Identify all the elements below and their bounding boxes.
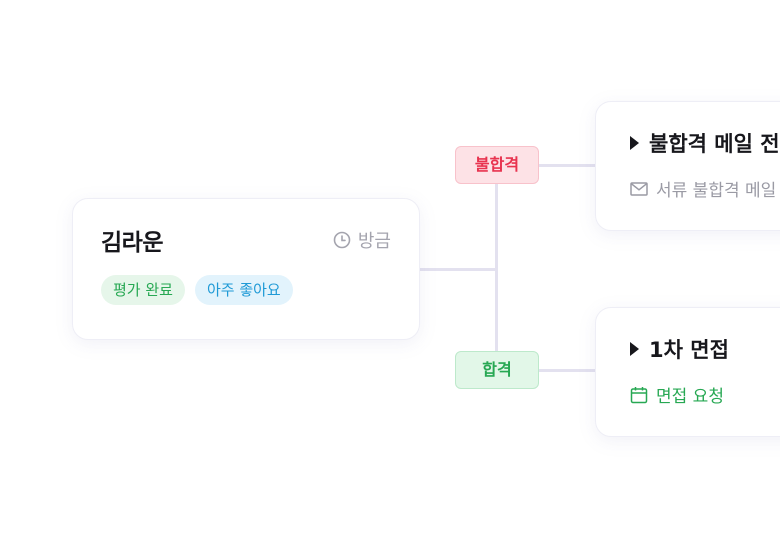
caret-right-icon[interactable] <box>630 136 639 150</box>
candidate-tags: 평가 완료 아주 좋아요 <box>101 275 293 305</box>
branch-fail-label[interactable]: 불합격 <box>455 146 539 184</box>
action-title-label: 1차 면접 <box>649 338 729 362</box>
caret-right-icon[interactable] <box>630 342 639 356</box>
action-title-label: 불합격 메일 전 <box>649 132 780 156</box>
connector-line <box>497 164 595 167</box>
connector-line <box>497 369 595 372</box>
calendar-icon <box>630 386 648 404</box>
branch-pass-label[interactable]: 합격 <box>455 351 539 389</box>
action-subtitle-label: 면접 요청 <box>656 387 724 407</box>
action-subtitle-label: 서류 불합격 메일 <box>656 181 777 201</box>
action-card-first-interview[interactable]: 1차 면접 면접 요청 <box>595 307 780 437</box>
connector-line <box>495 165 498 371</box>
clock-icon <box>333 231 351 249</box>
candidate-card[interactable]: 김라운 방금 평가 완료 아주 좋아요 <box>72 198 420 340</box>
action-title[interactable]: 1차 면접 <box>630 334 729 364</box>
candidate-name: 김라운 <box>101 230 163 256</box>
status-badge: 평가 완료 <box>101 275 185 305</box>
action-subtitle: 서류 불합격 메일 <box>630 176 776 201</box>
action-subtitle: 면접 요청 <box>630 382 724 407</box>
connector-line <box>420 268 497 271</box>
rating-badge: 아주 좋아요 <box>194 275 293 305</box>
action-title[interactable]: 불합격 메일 전 <box>630 128 780 158</box>
candidate-time: 방금 <box>333 227 391 253</box>
time-label: 방금 <box>357 231 391 252</box>
action-card-rejection-email[interactable]: 불합격 메일 전 서류 불합격 메일 <box>595 101 780 231</box>
mail-icon <box>630 181 648 196</box>
